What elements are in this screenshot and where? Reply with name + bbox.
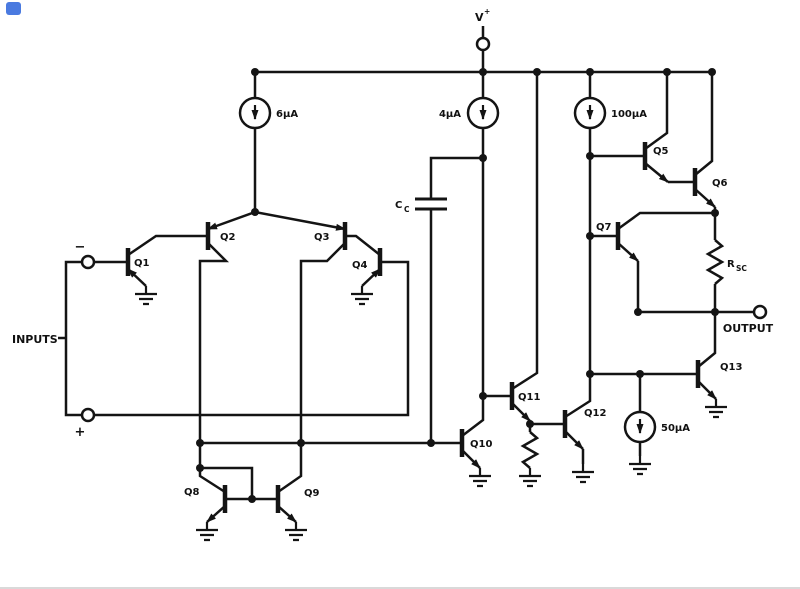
wire-q4-collector [345, 234, 381, 256]
label-q1: Q1 [134, 258, 150, 269]
label-q7: Q7 [596, 222, 612, 233]
ground-q11-resistor [517, 466, 543, 488]
junction-dot [251, 68, 259, 76]
ground-q8 [194, 520, 220, 542]
wire-q4-emitter [361, 268, 381, 287]
label-100ua: 100µA [611, 109, 647, 120]
ground-q1 [133, 284, 159, 306]
wire-q9-emitter [277, 505, 297, 523]
vplus-terminal [475, 36, 491, 52]
label-4ua: 4µA [439, 109, 461, 120]
junction-dot [248, 495, 256, 503]
wire-q7-emitter [617, 242, 639, 262]
noninverting-input-terminal [80, 407, 96, 423]
label-q8: Q8 [184, 487, 200, 498]
wire-q12-collector [564, 374, 592, 419]
plus-sign: + [75, 425, 86, 440]
junction-dot [711, 308, 719, 316]
junction-dot [196, 464, 204, 472]
wire-4ua-to-q10 [461, 128, 485, 437]
wire-q13-collector [697, 312, 717, 368]
wire-q5-emitter [644, 162, 669, 183]
wire-q2-collector-to-q8 [198, 242, 230, 494]
label-cc-sub: C [404, 205, 410, 214]
corner-logo-mark [6, 2, 21, 15]
inputs-bracket [64, 260, 82, 417]
junction-dot [479, 68, 487, 76]
label-q12: Q12 [584, 408, 606, 419]
vplus-sup-label: + [484, 7, 490, 16]
label-q3: Q3 [314, 232, 330, 243]
junction-dot [636, 370, 644, 378]
capacitor-cc-plates [415, 197, 447, 211]
label-q6: Q6 [712, 178, 728, 189]
wire-q7-collector [617, 211, 715, 231]
inverting-input-terminal [80, 254, 96, 270]
junction-dot [251, 208, 259, 216]
wire-q3-collector-to-q9 [277, 242, 346, 494]
wire-q6-emitter [694, 188, 716, 208]
vplus-label: V [475, 11, 484, 24]
wire-q5-collector [644, 72, 669, 151]
junction-dot [427, 439, 435, 447]
label-q2: Q2 [220, 232, 236, 243]
wire-cc-top [429, 156, 483, 199]
label-6ua: 6µA [276, 109, 298, 120]
output-label: OUTPUT [723, 322, 774, 335]
junction-dot [586, 370, 594, 378]
wire-q13-emitter [697, 380, 717, 400]
label-q11: Q11 [518, 392, 540, 403]
junction-dot [711, 209, 719, 217]
resistor-rsc-zigzag [705, 239, 725, 285]
junction-dot [586, 232, 594, 240]
junction-dot [634, 308, 642, 316]
wire-q8-diode-connection [200, 466, 254, 499]
wire-q1-collector [127, 234, 208, 257]
ground-q10 [467, 466, 493, 488]
junction-dot [533, 68, 541, 76]
label-q10: Q10 [470, 439, 492, 450]
junction-dot [586, 152, 594, 160]
label-q13: Q13 [720, 362, 742, 373]
wire-diffpair-emitters [207, 210, 346, 231]
label-q5: Q5 [653, 146, 669, 157]
label-rsc-main: R [727, 259, 735, 270]
junction-dot [297, 439, 305, 447]
junction-dot [708, 68, 716, 76]
wire-q4-base-to-plus-input [94, 260, 410, 417]
junction-dot [663, 68, 671, 76]
junction-dot [196, 439, 204, 447]
wire-q12-emitter [564, 430, 584, 450]
ground-q12 [570, 462, 596, 484]
wire-q11-collector [511, 72, 539, 391]
label-cc-main: C [395, 200, 402, 211]
junction-dot [479, 154, 487, 162]
ground-q13 [703, 397, 729, 419]
inputs-label: INPUTS [12, 333, 58, 346]
ground-q4 [349, 284, 375, 306]
wire-q1-emitter [127, 268, 147, 287]
junction-dot [479, 392, 487, 400]
label-q9: Q9 [304, 488, 320, 499]
junction-dot [586, 68, 594, 76]
label-q4: Q4 [352, 260, 368, 271]
ground-q9 [283, 520, 309, 542]
ground-50ua [627, 454, 653, 476]
wire-q8-emitter [206, 505, 226, 523]
minus-sign: − [75, 240, 86, 255]
wire-q11-emitter [511, 402, 531, 422]
junction-dot [526, 420, 534, 428]
label-rsc-sub: SC [736, 264, 747, 273]
output-terminal [752, 304, 768, 320]
label-50ua: 50µA [661, 423, 690, 434]
wire-q10-emitter [461, 449, 481, 469]
resistor-q11-emitter [520, 431, 540, 469]
